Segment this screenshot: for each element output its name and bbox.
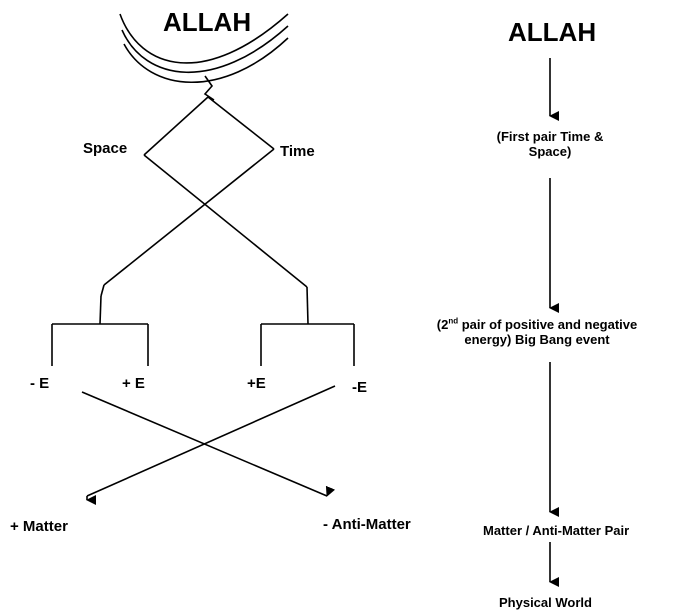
step-second-pair: (2nd pair of positive and negative energ… (382, 316, 692, 348)
step-first-pair-line1: (First pair Time & (496, 129, 604, 144)
step-physical-world: Physical World (499, 595, 592, 610)
step2-rest: pair of positive and negative (458, 317, 638, 332)
step-first-pair: (First pair Time & Space) (470, 129, 630, 160)
minus-antimatter-label: - Anti-Matter (323, 516, 411, 533)
right-allah-title: ALLAH (508, 17, 597, 47)
step2-superscript: nd (448, 316, 459, 326)
step-second-pair-line2: energy) Big Bang event (464, 331, 610, 347)
pos-e-right-label: +E (247, 375, 266, 392)
step-first-pair-line2: Space) (528, 143, 572, 159)
plus-matter-label: + Matter (10, 518, 68, 535)
step-second-pair-line1: (2nd pair of positive and negative (382, 316, 692, 333)
step2-prefix: (2 (436, 317, 449, 332)
space-label: Space (83, 140, 128, 157)
pos-e-left-label: + E (122, 375, 145, 392)
neg-e-left-label: - E (30, 375, 50, 392)
left-diagram-lines (51, 96, 355, 505)
left-allah-title: ALLAH (163, 7, 252, 37)
neg-e-right-label: -E (352, 379, 367, 396)
allah-arcs (119, 13, 289, 101)
time-label: Time (280, 143, 315, 160)
step-matter-pair: Matter / Anti-Matter Pair (483, 523, 630, 538)
